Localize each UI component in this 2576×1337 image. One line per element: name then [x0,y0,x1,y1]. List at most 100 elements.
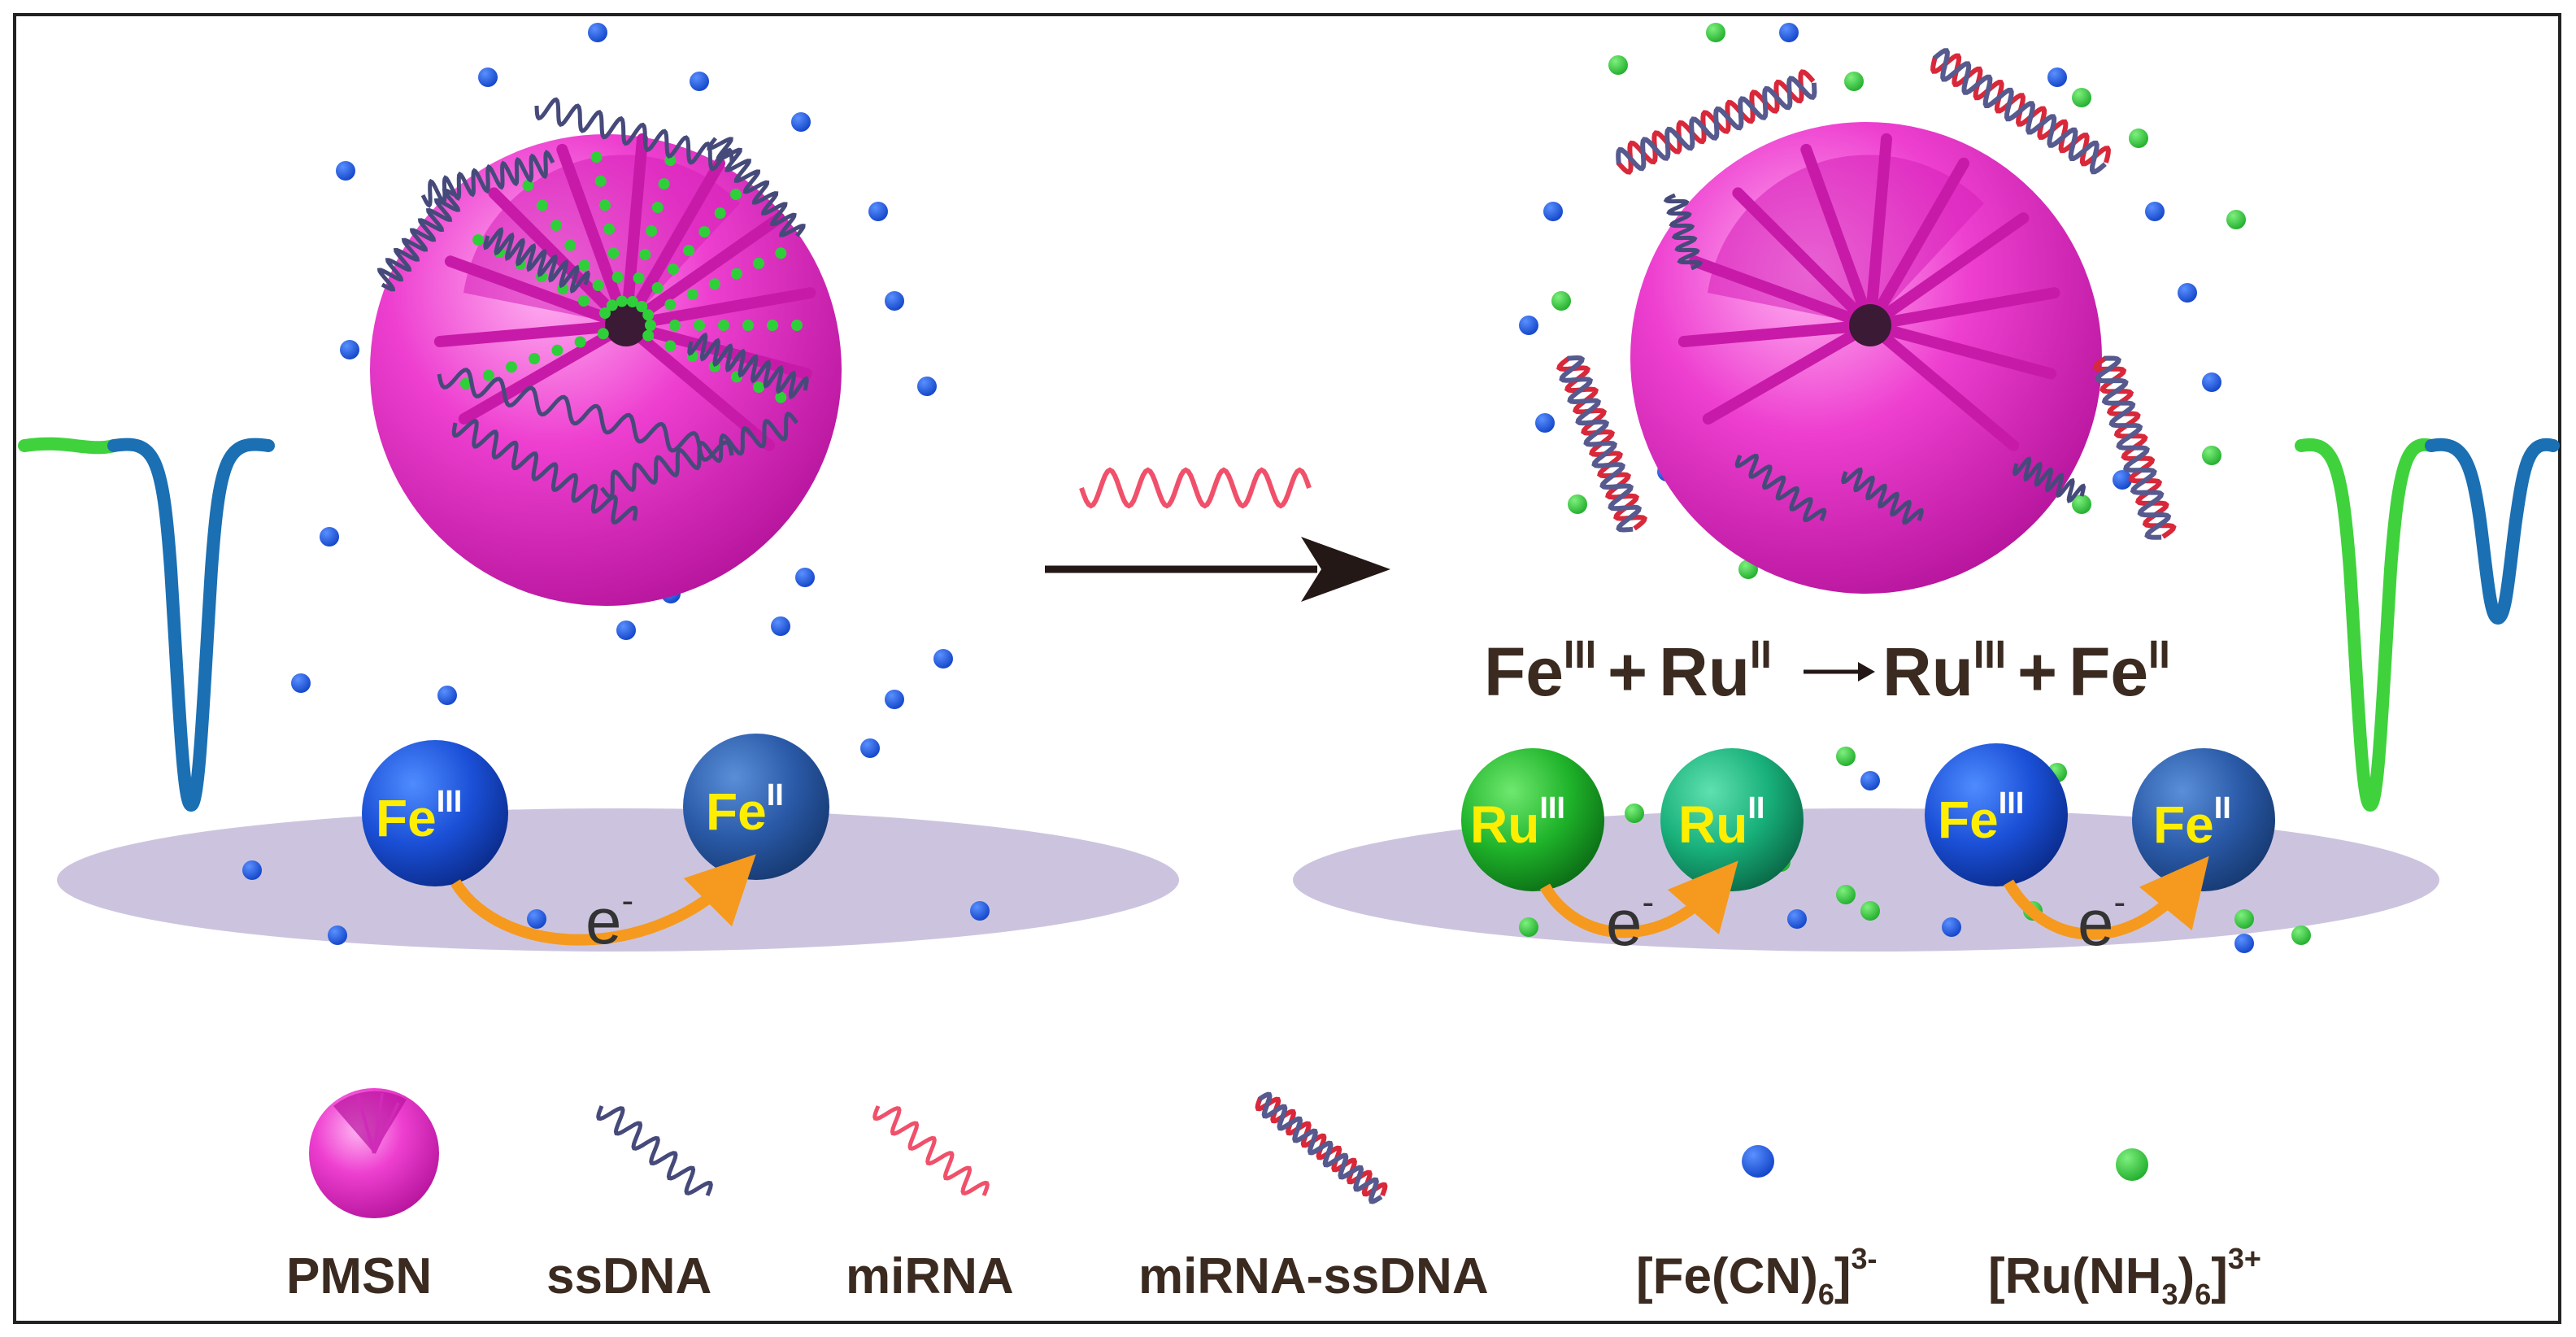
fe-cn-dot [1543,202,1563,221]
pore-channel [1865,320,2020,451]
loaded-ru-dot [753,257,765,269]
ssdna-strand [707,137,806,237]
fe-cn-dot [860,738,880,758]
loaded-ru-dot [607,247,620,259]
pore-channel [1800,143,1876,331]
pore-channel [1677,320,1876,347]
electrode-left [57,808,1179,952]
ru-nh3-dot [2072,88,2091,107]
loaded-ru-dot [753,381,765,394]
ru-nh3-dot [1608,55,1628,75]
duplex-strand-ssdna [1932,48,2107,175]
ru-nh3-dot [2202,446,2221,465]
ssdna-strand [687,332,809,400]
pmsn-particle-right [1630,122,2102,594]
ru-nh3-dot [1860,901,1880,921]
loaded-ru-dot [639,249,651,261]
fe-cn-dot [771,616,790,636]
svg-text:FeII: FeII [2153,791,2231,854]
fe-cn-dot [791,112,811,132]
pore-channel [620,320,776,451]
legend-label-mirna-ssdna: miRNA-ssDNA [1138,1248,1489,1304]
fe-cn-dot [885,291,904,311]
fe-cn-dot [336,161,355,181]
equation: FeIII+RuII [1484,634,1772,710]
pore-fan-left [433,133,816,451]
fe-cn-dot [885,690,904,709]
ru-nh3-dot [2226,210,2246,229]
figure-border [13,13,2561,1324]
pore-channel [556,143,632,331]
ru-nh3-dot [1706,23,1725,42]
loaded-ru-dot [636,301,648,312]
loaded-ru-dot [564,239,577,251]
loaded-ru-dot [658,178,670,190]
ru-nh3-dot [1551,291,1571,311]
loaded-ru-dot [574,336,586,348]
loaded-ru-dot [529,353,541,364]
fe-cn-dot [970,901,990,921]
svg-text:FeIII: FeIII [1938,786,2024,849]
loaded-ru-dot [646,225,658,237]
ion-ru2-right: RuII [1660,748,1804,891]
legend-label-mirna: miRNA [846,1248,1014,1304]
svg-text:RuII: RuII [1678,791,1764,854]
loaded-ru-dot [590,151,603,163]
loaded-ru-dot [472,234,485,246]
ru-nh3-dot [1519,917,1538,937]
fe-cn-dot [328,925,347,945]
electron-label-left: e- [585,881,633,957]
pore-wedge [1708,155,1984,325]
pore-channel [1865,320,2057,380]
loaded-ru-dot [506,361,517,373]
legend-ssdna-icon [596,1105,713,1196]
ssdna-strand [1663,193,1704,271]
fe-cn-dot [933,649,953,668]
fe-cn-dot [1860,771,1880,790]
legend-pmsn-icon [309,1088,439,1218]
loaded-ru-dot [599,199,611,211]
loaded-ru-dot [742,320,754,331]
voltammogram-left [18,437,275,812]
loaded-ru-dot [633,272,645,284]
fe-cn-dot [616,621,636,640]
ion-fe2-left: FeII [683,734,829,880]
fe-cn-dot [2113,470,2132,490]
loaded-ru-dot [694,320,705,331]
ssdna-strands-left [376,97,809,525]
pore-channel [1732,187,1876,331]
equation-products: RuIII+FeII [1882,634,2170,710]
loaded-ru-dot [683,245,695,257]
legend: PMSN ssDNA miRNA miRNA-ssDNA [Fe(CN)6]3-… [286,1088,2261,1311]
loaded-ru-dot [669,320,681,331]
pore-channel [488,187,632,331]
ru-nh3-dot [2291,925,2311,945]
loaded-ru-dot [791,320,803,331]
loaded-ru-dot [698,226,711,238]
loaded-ru-dot [714,207,726,220]
loaded-ru-dot [536,199,548,211]
loaded-ru-dot [522,180,534,191]
electron-label-right-2: e- [2078,882,2126,959]
mirna-ssdna-duplexes [1556,48,2177,540]
pore-channel [1865,157,1969,331]
loaded-ru-dot [775,391,787,403]
legend-ru-dot [2116,1148,2148,1181]
ru-nh3-dot [1568,494,1587,514]
loaded-ru-dot [551,344,564,356]
pore-channel [620,133,648,331]
ru-nh3-dot [2072,494,2091,514]
electron-arrow-right-2 [2003,856,2209,940]
ssdna-strands-right [1663,193,2086,525]
ssdna-strand [376,188,461,292]
ssdna-strand [437,368,734,462]
loaded-ru-dot [482,369,494,381]
loaded-ru-dot [730,189,742,201]
ru-nh3-dot [1844,72,1864,91]
loaded-ru-dot [550,220,562,232]
legend-label-ru-complex: [Ru(NH3)6]3+ [1988,1242,2261,1311]
pmsn-particle-left [370,97,842,606]
pore-channel [620,287,816,331]
legend-label-pmsn: PMSN [286,1248,432,1304]
reaction-arrow [1045,537,1390,602]
